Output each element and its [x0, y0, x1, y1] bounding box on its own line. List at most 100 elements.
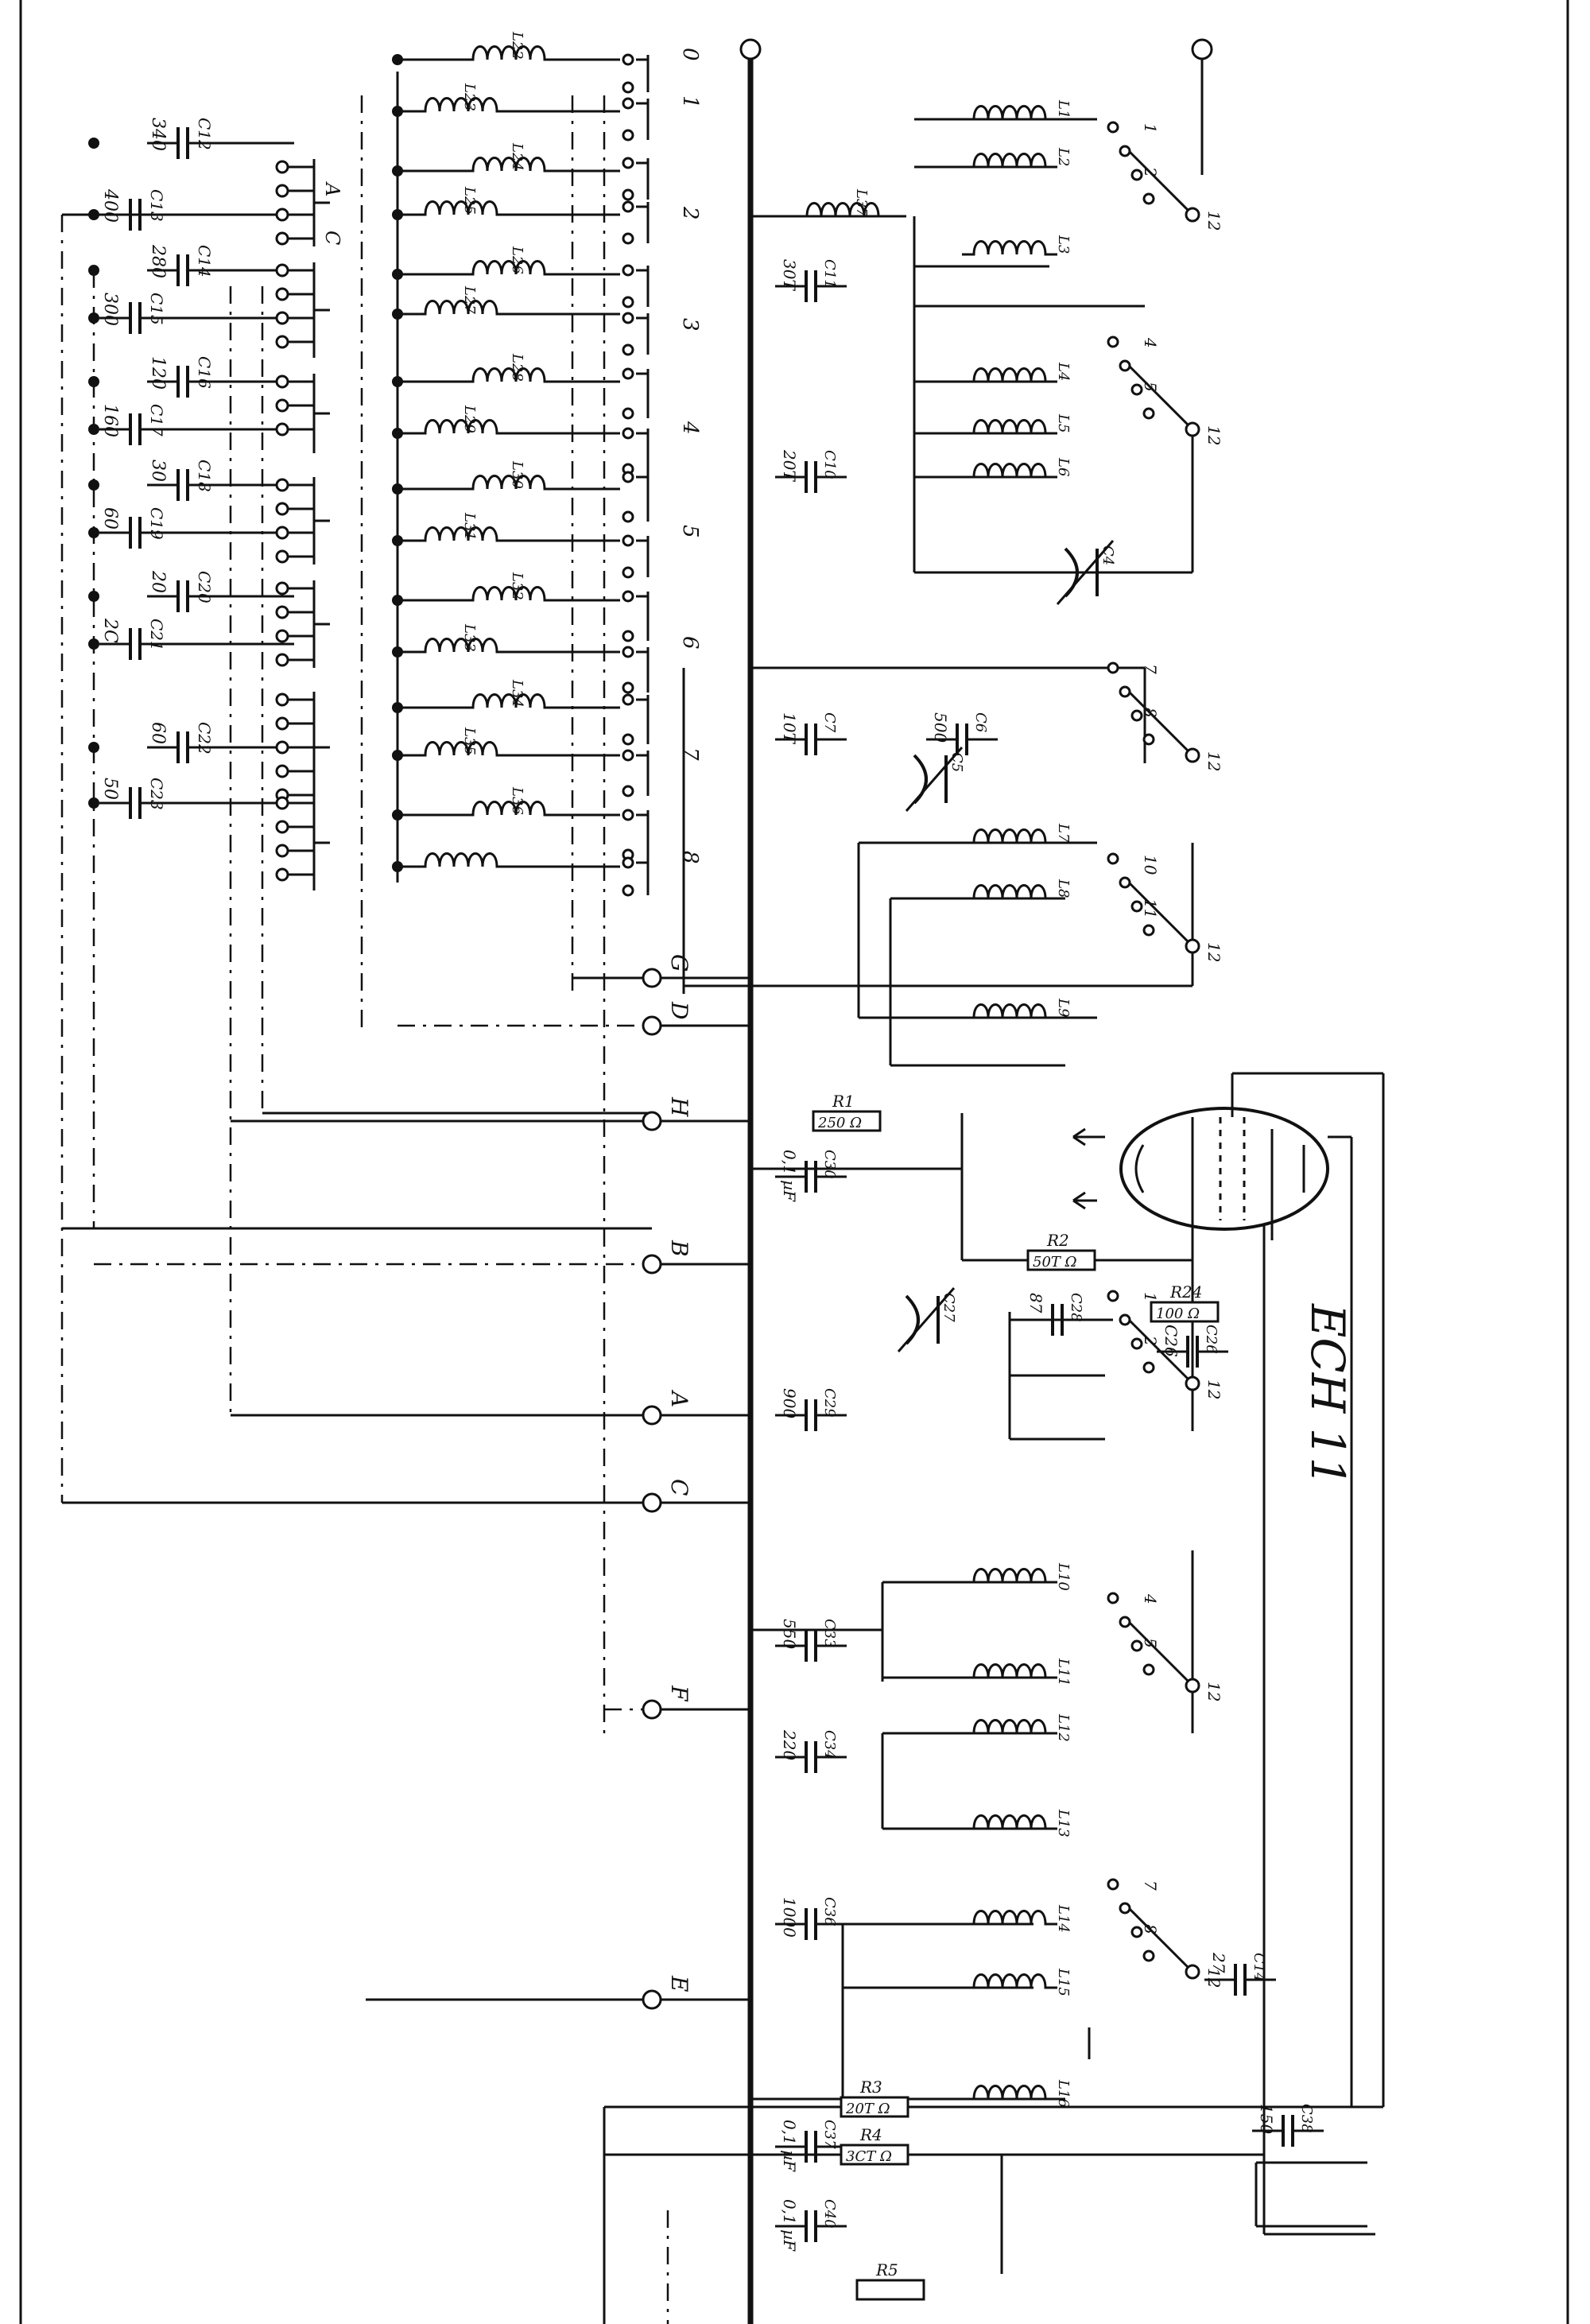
terminal-a: [642, 1405, 662, 1426]
rf-value: 220: [780, 1729, 799, 1760]
rf-value: 27: [1209, 1952, 1228, 1973]
resistor-r3: [840, 2096, 909, 2118]
rf-capacitor-c26: [1157, 1336, 1228, 1368]
coil-ref: L28: [509, 353, 525, 382]
resistor-r1: [812, 1110, 882, 1132]
left-capacitor-c20: [147, 580, 219, 612]
coil-ref: L12: [1055, 1713, 1072, 1742]
coil-switch-contact: [622, 471, 650, 523]
rf-value: 87: [1026, 1293, 1045, 1313]
junction-dot: [88, 591, 99, 602]
coil-ref: L2: [1055, 147, 1072, 166]
coil-ref: L22: [509, 31, 525, 60]
junction-dot: [88, 638, 99, 650]
resistor-value: 100 Ω: [1156, 1306, 1200, 1322]
rf-ref: C5: [948, 752, 965, 772]
coil-ref: L29: [461, 405, 478, 433]
cap-ref: C14: [195, 245, 214, 277]
terminal-g: [642, 968, 662, 988]
rf-value: 20T: [780, 449, 799, 482]
rotary-switch: [1107, 1878, 1200, 1980]
terminal-label: G: [666, 954, 692, 972]
coil-ref: L23: [461, 83, 478, 111]
cap-value: 2C: [100, 618, 120, 643]
rotary-switch: [1107, 121, 1200, 223]
coil-ref: L32: [509, 572, 525, 600]
junction-dot: [88, 376, 99, 387]
cap-ref: C17: [147, 404, 166, 436]
switch-contact: 8: [1141, 708, 1160, 718]
resistor-ref: R24: [1169, 1282, 1203, 1302]
switch-contact: 10: [1141, 855, 1160, 875]
junction-dot: [88, 797, 99, 809]
rf-value: 10T: [780, 712, 799, 744]
band-coil: [461, 45, 556, 61]
band-coil: [461, 260, 556, 276]
terminal-e: [642, 1989, 662, 2010]
junction-dot: [88, 265, 99, 276]
rf-value: 0,1 µF: [780, 2199, 799, 2252]
rf-value: C26: [1161, 1325, 1181, 1357]
cap-ref: C23: [147, 778, 166, 810]
rf-value: 900: [780, 1388, 799, 1418]
rf-capacitor-c10: [775, 461, 847, 493]
switch-label-c: C: [321, 231, 343, 245]
junction-dot: [392, 861, 403, 872]
junction-dot: [88, 479, 99, 491]
coil-switch-contact: [622, 264, 650, 308]
rf-ref: L37: [853, 188, 870, 217]
coil-switch-contact: [622, 534, 650, 579]
switch-contact: 12: [1204, 942, 1224, 962]
coil-switch-contact: [622, 590, 650, 642]
cap-ref: C22: [195, 722, 214, 755]
rf-ref: C29: [821, 1388, 838, 1418]
resistor-ref: R4: [859, 2125, 882, 2144]
rf-value: 500: [931, 712, 950, 743]
lower-section: [603, 1113, 1383, 2324]
coil-ref: L6: [1055, 457, 1072, 476]
junction-dot: [392, 483, 403, 495]
band-coil: [413, 852, 509, 868]
rf-capacitor-c6: [926, 724, 998, 755]
cap-ref: C16: [195, 356, 214, 389]
cap-ref: C15: [147, 293, 166, 325]
switch-contact: 12: [1204, 1968, 1224, 1988]
rf-ref: C36: [821, 1897, 838, 1926]
rf-capacitor-c38: [1252, 2115, 1324, 2147]
band-coil: [413, 200, 509, 216]
left-capacitor-c17: [99, 413, 171, 445]
rf-capacitor-c34: [775, 1741, 847, 1773]
switch-contact: 2: [1141, 166, 1160, 177]
junction-dot: [392, 595, 403, 606]
switch-contact: 2: [1141, 1335, 1160, 1346]
cap-value: 340: [148, 118, 168, 151]
cap-ref: C21: [147, 619, 166, 651]
switch-contact: 7: [1141, 664, 1160, 674]
rf-ref: C38: [1298, 2104, 1315, 2133]
rotary-switch: [1107, 852, 1200, 954]
band-tick: 8: [678, 851, 702, 864]
junction-dot: [88, 209, 99, 220]
terminal-f: [642, 1699, 662, 1720]
coil-ref: L33: [461, 623, 478, 652]
junction-dot: [88, 742, 99, 753]
rf-ref: C37: [821, 2120, 838, 2149]
rf-ref: C30: [821, 1150, 838, 1179]
coil-ref: L10: [1055, 1562, 1072, 1591]
coil-ref: L3: [1055, 235, 1072, 254]
switch-group: [275, 262, 330, 358]
variable-capacitor-c4: [1056, 540, 1115, 605]
right-coil-l1: [962, 105, 1057, 121]
cap-value: 300: [100, 293, 120, 326]
cap-value: 60: [100, 507, 120, 530]
antenna-terminal: [1191, 38, 1213, 60]
terminal-label: E: [666, 1975, 692, 1992]
rotary-switch: [1107, 1290, 1200, 1391]
left-capacitors: C12340C13400C14280C15300C16120C17160C183…: [88, 118, 294, 819]
coil-ref: L15: [1055, 1968, 1072, 1996]
rf-ref: C33: [821, 1619, 838, 1648]
coil-switch-contact: [622, 427, 650, 475]
cap-value: 280: [148, 244, 168, 278]
